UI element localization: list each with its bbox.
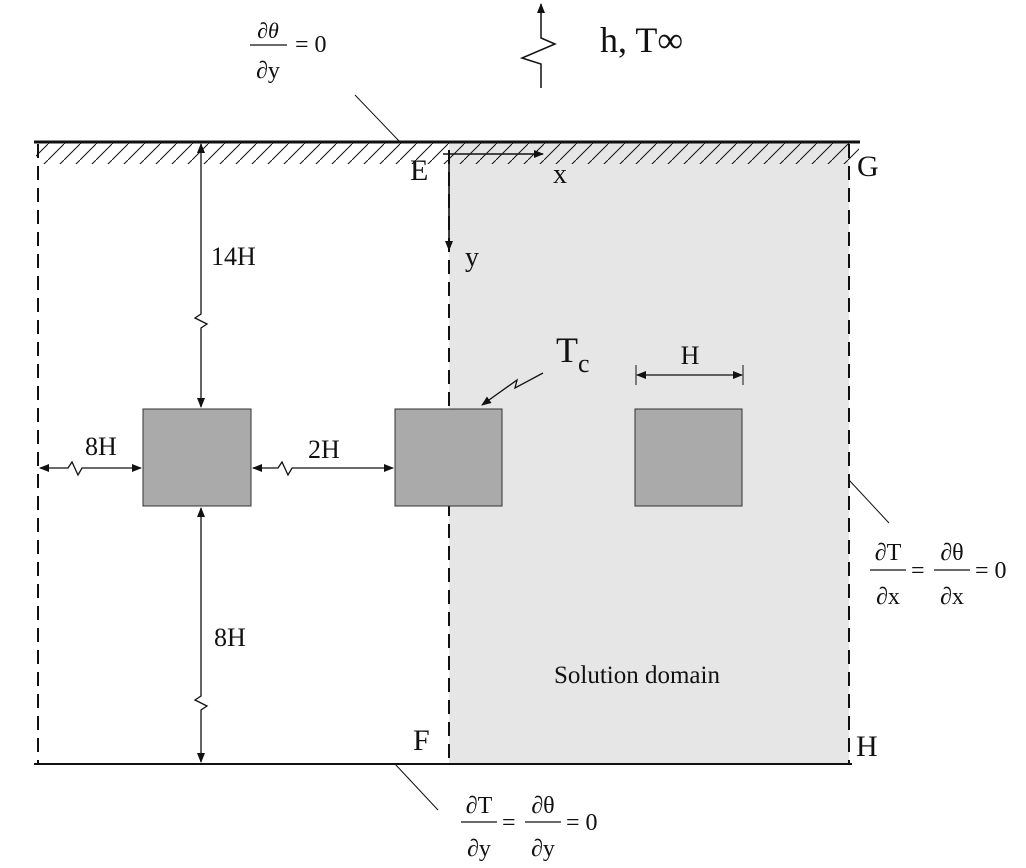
solution-domain-label: Solution domain [554, 662, 720, 689]
dim-8h-horizontal-line [39, 460, 142, 477]
top-bc-numerator: ∂θ [257, 18, 279, 43]
right-bc-num1: ∂T [875, 540, 902, 566]
dim-14h-line [193, 143, 209, 408]
bottom-bc-eq: = [502, 810, 516, 836]
convection-arrow [519, 3, 557, 88]
right-bc-leader [848, 479, 890, 524]
bottom-bc-leader [394, 763, 439, 811]
y-axis-label: y [465, 242, 479, 273]
dim-2h-label: 2H [308, 435, 340, 464]
cylinder-temperature-subscript: c [578, 349, 590, 378]
top-bc-leader [354, 94, 401, 143]
dim-8h-vertical-line [193, 507, 209, 763]
top-bc-rhs: = 0 [295, 32, 327, 58]
corner-f-label: F [413, 724, 430, 757]
bottom-bc-den1: ∂y [467, 836, 491, 862]
cylinder-temperature-label: Tc [556, 330, 590, 378]
cylinder-temperature-main: T [556, 330, 578, 370]
dim-14h-label: 14H [211, 242, 256, 271]
corner-e-label: E [410, 154, 428, 187]
bottom-bc-den2: ∂y [531, 836, 555, 862]
bottom-bc-num1: ∂T [466, 793, 493, 819]
bottom-bc-rhs: = 0 [566, 810, 598, 836]
corner-h-label: H [856, 730, 878, 763]
tc-leader [481, 372, 544, 406]
top-bc-denominator: ∂y [256, 58, 280, 84]
dim-8h-horizontal-label: 8H [85, 432, 117, 461]
cylinder-right [634, 408, 743, 507]
right-bc-den1: ∂x [876, 584, 900, 610]
cylinder-middle [394, 408, 503, 507]
dim-8h-vertical-label: 8H [214, 623, 246, 652]
right-bc-num2: ∂θ [940, 540, 963, 566]
surface-hatching [36, 142, 859, 164]
right-bc-eq: = [911, 558, 925, 584]
convection-label: h, T∞ [600, 20, 683, 60]
bottom-bc-num2: ∂θ [531, 793, 554, 819]
x-axis-label: x [553, 159, 567, 190]
dim-h-label: H [681, 341, 700, 370]
dim-2h-line [252, 460, 394, 477]
right-bc-rhs: = 0 [975, 558, 1007, 584]
cylinder-left [142, 408, 252, 507]
right-bc-den2: ∂x [940, 584, 964, 610]
corner-g-label: G [857, 150, 879, 183]
